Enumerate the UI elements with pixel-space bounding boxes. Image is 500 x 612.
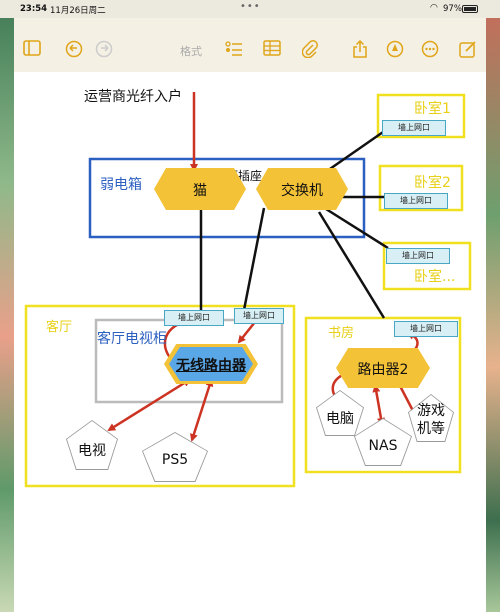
status-date: 11月26日周二 — [50, 6, 106, 16]
wireless-router-node[interactable]: 无线路由器 — [164, 344, 258, 384]
ps5-label: PS5 — [161, 452, 189, 468]
markup-pen-icon[interactable] — [385, 40, 405, 60]
wireless-router-label: 无线路由器 — [176, 358, 246, 374]
bedroom2-label: 卧室2 — [414, 175, 451, 191]
connection-lines — [24, 92, 472, 488]
status-time: 23:54 — [20, 4, 48, 14]
wifi-icon: ◠ — [430, 3, 438, 13]
toolbar: 格式 — [14, 34, 486, 64]
tv-cabinet-label: 客厅电视柜 — [97, 331, 167, 347]
living-room-label: 客厅 — [46, 320, 73, 335]
modem-label: 猫 — [193, 183, 207, 199]
status-bar: 23:54 11月26日周二 ••• ◠ 97% — [0, 0, 500, 18]
wall-port-living1[interactable]: 墙上网口 — [164, 310, 224, 326]
study-label: 书房 — [328, 326, 355, 341]
compose-icon[interactable] — [458, 40, 478, 60]
modem-node[interactable]: 猫 — [154, 168, 246, 210]
wireless-router-inner — [169, 347, 253, 381]
sidebar-toggle-icon[interactable] — [22, 40, 42, 60]
bedroom1-frame — [376, 93, 466, 139]
note-canvas[interactable]: 运营商光纤入户 弱电箱 电源插座 猫 交换机 卧室1 墙上网口 卧室2 墙上网口… — [14, 72, 486, 612]
table-icon[interactable] — [262, 40, 282, 60]
wall-port-bedroom1[interactable]: 墙上网口 — [382, 120, 446, 136]
switch-node[interactable]: 交换机 — [256, 168, 348, 210]
wallpaper-left-edge — [0, 0, 14, 612]
multitask-dots[interactable]: ••• — [240, 1, 261, 12]
attachment-icon[interactable] — [300, 40, 320, 60]
checklist-icon[interactable] — [224, 40, 244, 60]
bedroom2-frame — [378, 164, 464, 212]
switch-label: 交换机 — [281, 183, 323, 199]
isp-fiber-label: 运营商光纤入户 — [84, 89, 182, 105]
weak-box-label: 弱电箱 — [100, 177, 142, 193]
bedroom1-label: 卧室1 — [414, 101, 451, 117]
console-label: 游戏机等 — [417, 403, 445, 437]
bedroom3-label: 卧室... — [414, 269, 456, 285]
wall-port-bedroom3[interactable]: 墙上网口 — [386, 248, 450, 264]
wall-port-study[interactable]: 墙上网口 — [394, 321, 458, 337]
battery-icon — [462, 5, 478, 13]
tv-label: 电视 — [78, 443, 106, 459]
wallpaper-right-edge — [486, 0, 500, 612]
router2-node[interactable]: 路由器2 — [336, 348, 430, 388]
wall-port-bedroom2[interactable]: 墙上网口 — [384, 193, 448, 209]
battery-percent: 97% — [443, 4, 462, 14]
undo-icon[interactable] — [64, 40, 84, 60]
wall-port-living2[interactable]: 墙上网口 — [234, 308, 284, 324]
nas-label: NAS — [368, 438, 398, 454]
format-button[interactable]: 格式 — [180, 45, 202, 58]
pc-label: 电脑 — [326, 411, 354, 427]
share-icon[interactable] — [350, 39, 370, 60]
living-room-frame — [24, 304, 296, 488]
bedroom3-frame — [382, 241, 472, 291]
more-icon[interactable] — [420, 40, 440, 60]
router2-label: 路由器2 — [357, 362, 409, 378]
redo-icon[interactable] — [94, 40, 114, 60]
